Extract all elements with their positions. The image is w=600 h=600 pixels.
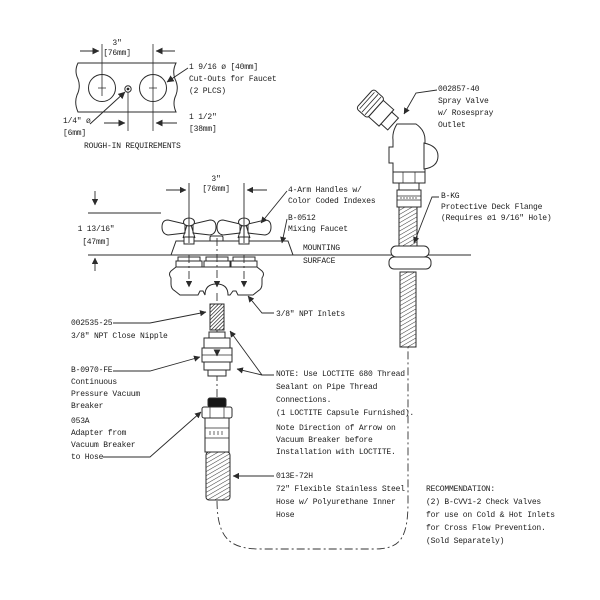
hose-centerline <box>216 205 409 550</box>
leader-lines <box>103 89 439 480</box>
roughin-title: ROUGH-IN REQUIREMENTS <box>84 142 181 151</box>
adapter-leader <box>103 411 202 458</box>
vacuum-breaker <box>201 331 233 377</box>
counter-plate <box>75 62 178 113</box>
deck-flange-bottom <box>388 256 432 270</box>
deck-flange-leader <box>413 196 439 244</box>
spray-valve-label: 002857-40 Spray Valve w/ Rosespray Outle… <box>438 85 494 130</box>
mixing-faucet-drawing <box>161 217 294 296</box>
inlets-label: 3/8" NPT Inlets <box>276 310 346 319</box>
nipple-label: 002535-25 3/8" NPT Close Nipple <box>71 319 168 341</box>
direction-note: Note Direction of Arrow on Vacuum Breake… <box>276 424 396 457</box>
cutouts-label: 1 9/16 ø [40mm] Cut-Outs for Faucet (2 P… <box>189 63 277 96</box>
hose-ferrule <box>396 189 422 208</box>
centerlines <box>185 205 409 550</box>
handles-leader <box>260 190 288 224</box>
faucet-model-label: B-0512 Mixing Faucet <box>288 214 348 234</box>
spray-valve-drawing <box>356 89 439 348</box>
loctite-note: NOTE: Use LOCTITE 680 Thread Sealant on … <box>276 370 415 418</box>
under-deck-body <box>169 266 264 296</box>
rough-in-drawing <box>75 44 189 131</box>
hose-upper <box>398 206 418 247</box>
squeeze-lever <box>423 142 439 170</box>
spray-valve-leader <box>403 89 438 115</box>
close-nipple <box>209 303 225 331</box>
roughin-width-dimension: 3" [76mm] <box>103 39 131 58</box>
inlets-leader <box>247 295 274 314</box>
cutouts-leader <box>166 67 189 83</box>
flexible-hose <box>205 451 231 501</box>
roughin-offset-dimension: 1 1/2" [38mm] <box>189 113 217 134</box>
mounting-surface-label: MOUNTING SURFACE <box>303 244 340 266</box>
adapter-cap <box>207 397 227 408</box>
recommendation-note: RECOMMENDATION: (2) B-CVV1-2 Check Valve… <box>426 485 555 546</box>
valve-hex-nut <box>392 171 426 184</box>
adapter-label: 053A Adapter from Vacuum Breaker to Hose <box>71 417 136 462</box>
shank-nuts <box>175 256 258 268</box>
valve-body <box>388 123 426 173</box>
deck-flange-label: B-KG Protective Deck Flange (Requires ø1… <box>441 192 552 223</box>
hose-lower <box>399 271 417 348</box>
note-leader-2 <box>236 367 263 376</box>
hose-label: 013E-72H 72" Flexible Stainless Steel Ho… <box>276 472 405 520</box>
deck-flange-top <box>390 245 430 258</box>
faucet-height-dimension: 1 13/16" [47mm] <box>77 225 115 247</box>
hose-adapter <box>201 397 233 453</box>
nipple-leader <box>113 310 207 324</box>
faucet-width-dimension: 3" [76mm] <box>202 175 230 194</box>
note-leader-1 <box>229 330 274 376</box>
model-leader <box>280 218 288 244</box>
small-hole-label: 1/4" ø [6mm] <box>63 117 91 138</box>
handles-label: 4-Arm Handles w/ Color Coded Indexes <box>288 186 376 206</box>
vacuum-breaker-leader <box>113 355 201 372</box>
small-hole-leader <box>89 91 126 125</box>
vacuum-breaker-label: B-0970-FE Continuous Pressure Vacuum Bre… <box>71 366 141 411</box>
rosespray-head <box>356 89 400 131</box>
